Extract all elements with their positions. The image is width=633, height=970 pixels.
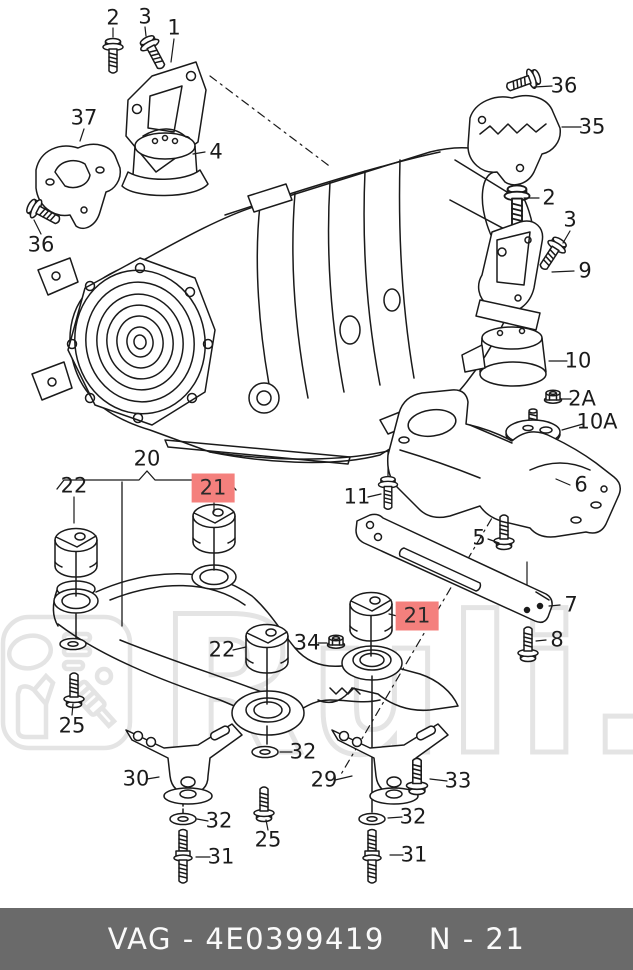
part-label-7[interactable]: 7 [564,592,578,617]
part-label-22-mid[interactable]: 22 [208,637,236,662]
part-label-3-top-left[interactable]: 3 [138,4,152,29]
part-label-2A[interactable]: 2A [568,386,596,411]
part-label-21-right[interactable]: 21 [395,601,439,631]
footer-bar: VAG - 4E0399419 N - 21 [0,908,633,970]
part-label-25-mid[interactable]: 25 [254,827,282,852]
subframe-arm [52,503,459,815]
part-label-5[interactable]: 5 [472,525,486,550]
part-label-30[interactable]: 30 [122,766,150,791]
page-code: N - 21 [428,922,526,956]
part-label-3-right[interactable]: 3 [563,207,577,232]
part-label-10[interactable]: 10 [564,348,592,373]
part-label-31-left[interactable]: 31 [207,844,235,869]
part-label-1[interactable]: 1 [167,15,181,40]
part-label-6[interactable]: 6 [574,472,588,497]
part-label-35[interactable]: 35 [578,114,606,139]
mount-group-left [23,32,209,231]
part-label-20[interactable]: 20 [133,446,161,471]
part-label-32-mid[interactable]: 32 [289,739,317,764]
part-label-32-right[interactable]: 32 [399,804,427,829]
part-label-8[interactable]: 8 [550,627,564,652]
part-label-37[interactable]: 37 [70,105,98,130]
part-label-32-left[interactable]: 32 [205,808,233,833]
part-label-10A[interactable]: 10A [576,409,618,434]
part-label-22-top[interactable]: 22 [60,473,88,498]
part-label-2-right[interactable]: 2 [542,185,556,210]
part-label-2-top-left[interactable]: 2 [106,5,120,30]
part-label-36-left[interactable]: 36 [27,232,55,257]
diagram-canvas: Ruli.ru [0,26,633,884]
part-label-36-right[interactable]: 36 [550,73,578,98]
crossmember-bracket [377,389,621,551]
part-label-29[interactable]: 29 [310,767,338,792]
catalog-code: VAG - 4E0399419 [107,922,385,956]
leader-lines [33,26,584,858]
part-label-25-left[interactable]: 25 [58,713,86,738]
transmission-drawing [31,147,535,465]
part-label-33[interactable]: 33 [444,768,472,793]
part-label-4[interactable]: 4 [209,139,223,164]
part-label-21-top[interactable]: 21 [191,473,235,503]
part-label-9[interactable]: 9 [578,258,592,283]
part-label-31-right[interactable]: 31 [400,842,428,867]
part-label-34[interactable]: 34 [293,630,321,655]
part-label-11[interactable]: 11 [343,484,371,509]
support-strap [355,513,553,663]
